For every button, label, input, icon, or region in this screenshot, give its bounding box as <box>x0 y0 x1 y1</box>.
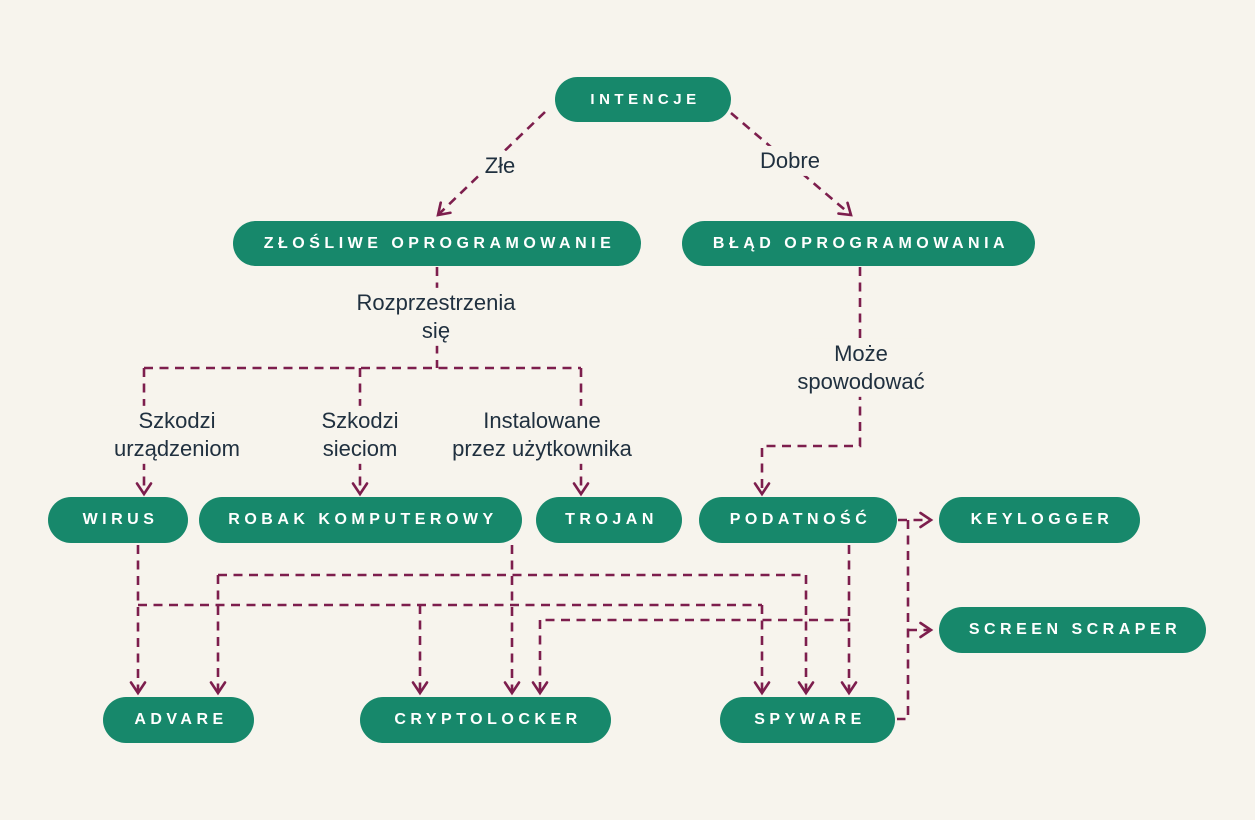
edge-label-moze-spowodowac: Może spowodować <box>791 338 931 398</box>
node-podatnosc: PODATNOŚĆ <box>699 497 897 543</box>
edge-label-zle: Złe <box>478 150 522 182</box>
node-robak-komputerowy: ROBAK KOMPUTEROWY <box>199 497 522 543</box>
node-screen-scraper: SCREEN SCRAPER <box>939 607 1206 653</box>
node-intencje: INTENCJE <box>555 77 731 122</box>
edge-right-chain <box>897 520 910 721</box>
node-keylogger: KEYLOGGER <box>939 497 1140 543</box>
node-cryptolocker: CRYPTOLOCKER <box>360 697 611 743</box>
node-wirus: WIRUS <box>48 497 188 543</box>
edge-label-dobre: Dobre <box>754 145 826 177</box>
node-advare: ADVARE <box>103 697 254 743</box>
edge-label-szkodzi-urzadzeniom: Szkodzi urządzeniom <box>108 405 246 465</box>
node-trojan: TROJAN <box>536 497 682 543</box>
node-spyware: SPYWARE <box>720 697 895 743</box>
edge-label-rozprzestrzenia-sie: Rozprzestrzenia się <box>350 287 522 347</box>
edge-label-instalowane-przez-uzytkownika: Instalowane przez użytkownika <box>446 405 638 465</box>
edge-blad-podatnosc <box>753 267 862 497</box>
node-zlosliwe-oprogramowanie: ZŁOŚLIWE OPROGRAMOWANIE <box>233 221 641 266</box>
node-blad-oprogramowania: BŁĄD OPROGRAMOWANIA <box>682 221 1035 266</box>
edge-label-szkodzi-sieciom: Szkodzi sieciom <box>315 405 405 465</box>
